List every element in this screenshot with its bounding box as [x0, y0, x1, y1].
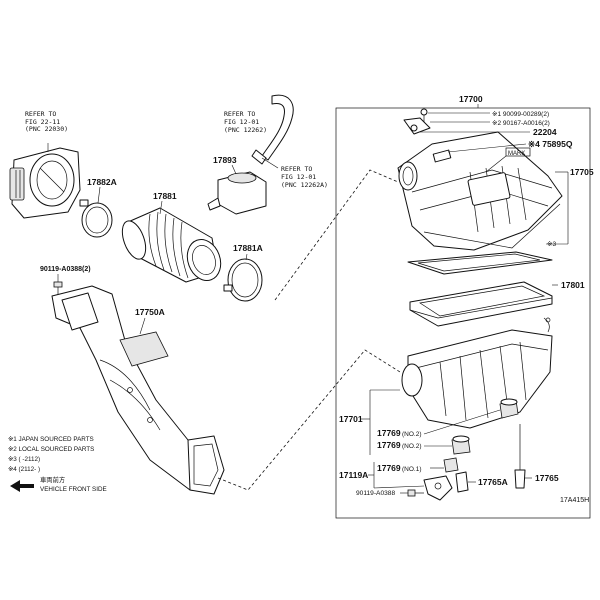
label-17750a: 17750A — [135, 307, 165, 317]
label-17882a: 17882A — [87, 177, 117, 187]
bolt-90119-lower — [400, 489, 424, 497]
ref-throttle-line3: (PNC 22030) — [25, 125, 68, 133]
note-1: ※1 JAPAN SOURCED PARTS — [8, 436, 94, 443]
breather-hose — [251, 94, 294, 169]
label-17119a: 17119A — [339, 470, 368, 480]
label-17700: 17700 — [459, 94, 483, 104]
vehicle-front-arrow-icon — [10, 480, 34, 492]
ref-hose1-line2: FIG 12-01 — [224, 118, 259, 126]
label-22204: 22204 — [533, 127, 557, 137]
air-intake-duct-17750a — [51, 285, 225, 495]
label-17769-b-no: (NO.2) — [402, 443, 422, 450]
label-90119-upper: 90119-A0388(2) — [40, 266, 91, 273]
ref-throttle-line1: REFER TO — [25, 110, 56, 118]
label-17769-a-no: (NO.2) — [402, 431, 422, 438]
dashed-connector-lower — [217, 349, 401, 491]
vehicle-front-en: VEHICLE FRONT SIDE — [40, 486, 107, 493]
vehicle-front-jp: 車両前方 — [40, 475, 65, 484]
label-90099: ※1 90099-00289(2) — [492, 111, 549, 118]
ref-hose2-line1: REFER TO — [281, 165, 312, 173]
assembly-frame-17700 — [335, 107, 591, 519]
air-filter-element-17801 — [409, 281, 558, 327]
ref-throttle-line2: FIG 22-11 — [25, 118, 60, 126]
ref-hose2-line2: FIG 12-01 — [281, 173, 316, 181]
air-cleaner-cap-17705 — [397, 108, 563, 251]
mark-box — [505, 147, 531, 157]
label-17801: 17801 — [561, 280, 585, 290]
ref-hose1-line3: (PNC 12262) — [224, 126, 267, 134]
pin-17765 — [514, 424, 532, 489]
label-17769-b: 17769 — [377, 440, 401, 450]
hose-clamp-17881a — [223, 253, 263, 302]
label-17881a: 17881A — [233, 243, 263, 253]
throttle-body — [9, 143, 81, 219]
label-17769-c: 17769 — [377, 463, 401, 473]
intake-hose-17881 — [121, 200, 222, 283]
dashed-connector-upper — [274, 169, 399, 301]
hose-clamp-17882a — [79, 186, 113, 238]
label-75895: ※4 75895Q — [528, 139, 573, 149]
label-star3: ※3 — [547, 241, 556, 248]
note-2: ※2 LOCAL SOURCED PARTS — [8, 446, 94, 453]
grommet-17769-b — [451, 435, 471, 455]
label-17701: 17701 — [339, 414, 363, 424]
note-3: ※3 ( -2112) — [8, 456, 40, 463]
air-cleaner-case-17701 — [401, 317, 553, 429]
label-17765: 17765 — [535, 473, 559, 483]
grommet-17769-c — [443, 457, 459, 473]
clip-17765a — [455, 471, 476, 493]
label-17769-c-no: (NO.1) — [402, 466, 422, 473]
label-90167: ※2 90167-A0016(2) — [492, 120, 550, 127]
mark-text: MARK — [508, 151, 525, 157]
label-17705: 17705 — [570, 167, 594, 177]
ref-hose1-line1: REFER TO — [224, 110, 255, 118]
label-17765a: 17765A — [478, 477, 508, 487]
label-17893: 17893 — [213, 155, 237, 165]
ref-hose2-line3: (PNC 12262A) — [281, 181, 328, 189]
resonator-17893 — [207, 164, 267, 215]
grommet-17769-a — [499, 398, 519, 419]
label-17769-a: 17769 — [377, 428, 401, 438]
note-4: ※4 (2112- ) — [8, 466, 40, 473]
label-90119-lower: 90119-A0388 — [356, 490, 395, 497]
bracket-17119a — [373, 475, 453, 501]
label-17881: 17881 — [153, 191, 177, 201]
figure-code: 17A415H — [560, 497, 589, 504]
gasket — [407, 251, 553, 275]
